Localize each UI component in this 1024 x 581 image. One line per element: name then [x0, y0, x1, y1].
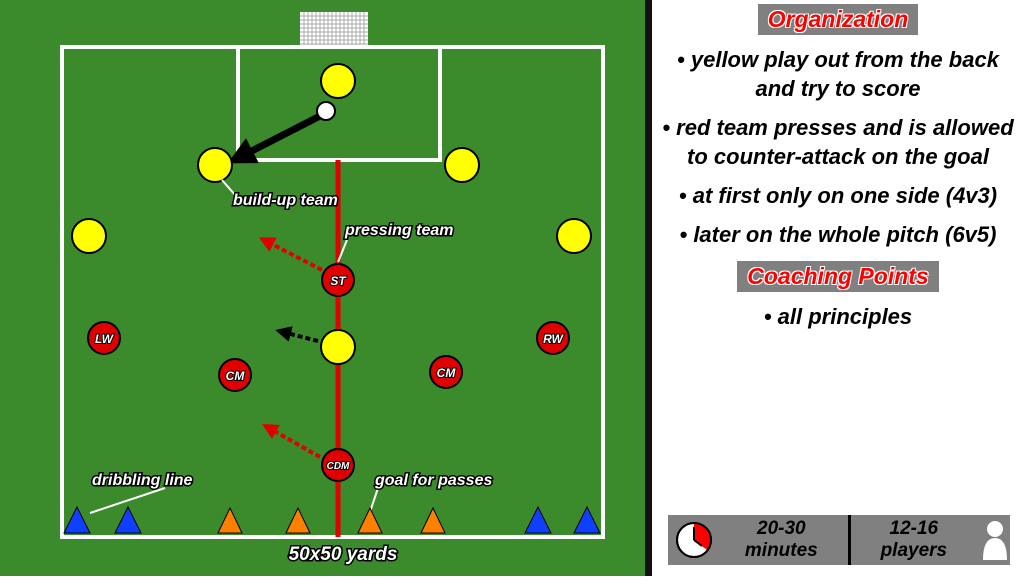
- red-player-st: [321, 263, 355, 297]
- footer-separator: [847, 515, 851, 565]
- label-pointer: [89, 487, 166, 514]
- label-pointer: [369, 487, 379, 513]
- ball: [316, 101, 336, 121]
- yellow-player: [320, 329, 356, 365]
- orange-cone: [285, 506, 311, 534]
- red-player-cm: [218, 358, 252, 392]
- red-player-rw: [536, 321, 570, 355]
- player-label-st: ST: [330, 274, 347, 288]
- players-text: 12-16 players: [880, 518, 948, 561]
- yellow-player: [444, 147, 480, 183]
- divider: [645, 0, 652, 576]
- blue-cone: [114, 505, 142, 534]
- coaching-bullet: • all principles: [763, 304, 913, 329]
- coaching-points-title: Coaching Points: [737, 261, 939, 292]
- player-label-cm: CM: [226, 369, 246, 383]
- label-pressing-team: pressing team: [344, 222, 453, 239]
- organization-title: Organization: [757, 4, 919, 35]
- yellow-player: [71, 218, 107, 254]
- session-info-bar: 20-30 minutes 12-16 players: [668, 515, 1010, 565]
- label-pointer: [337, 239, 348, 263]
- blue-cone: [63, 505, 91, 534]
- organization-bullet: • later on the whole pitch (6v5): [679, 222, 997, 247]
- blue-cone: [573, 505, 601, 534]
- pitch-svg: ST LW RW CM CM CDM build-up team pressin…: [60, 12, 605, 567]
- person-icon: [983, 521, 1008, 560]
- yellow-player: [197, 147, 233, 183]
- orange-cone: [357, 506, 383, 534]
- press-arrow: [258, 237, 323, 272]
- dribble-arrow: [275, 326, 319, 343]
- pitch-diagram: ST LW RW CM CM CDM build-up team pressin…: [0, 0, 645, 576]
- player-label-lw: LW: [95, 332, 115, 346]
- pass-arrow: [227, 112, 322, 164]
- clock-icon: [676, 522, 712, 558]
- orange-cone: [217, 506, 243, 534]
- organization-bullet: • red team presses and is allowed to cou…: [662, 115, 1014, 169]
- red-player-cm: [429, 355, 463, 389]
- press-arrow: [262, 424, 321, 459]
- label-pointer: [221, 179, 237, 197]
- player-label-cm: CM: [437, 366, 457, 380]
- label-build-up-team: build-up team: [233, 192, 338, 209]
- organization-bullet: • at first only on one side (4v3): [678, 183, 998, 208]
- player-label-cdm: CDM: [327, 461, 350, 472]
- blue-cone: [524, 505, 552, 534]
- player-label-rw: RW: [543, 332, 564, 346]
- label-dribbling-line: dribbling line: [92, 472, 193, 489]
- label-goal-for-passes: goal for passes: [374, 472, 492, 489]
- red-player-cdm: [321, 448, 355, 482]
- orange-cone: [420, 506, 446, 534]
- yellow-player: [556, 218, 592, 254]
- organization-bullet: • yellow play out from the back and try …: [677, 47, 999, 101]
- yellow-player: [320, 63, 356, 99]
- duration-text: 20-30 minutes: [744, 518, 818, 561]
- goal-net: [300, 12, 368, 47]
- pitch-size-label: 50x50 yards: [289, 544, 398, 565]
- info-panel: Organization • yellow play out from the …: [652, 0, 1024, 576]
- red-player-lw: [87, 321, 121, 355]
